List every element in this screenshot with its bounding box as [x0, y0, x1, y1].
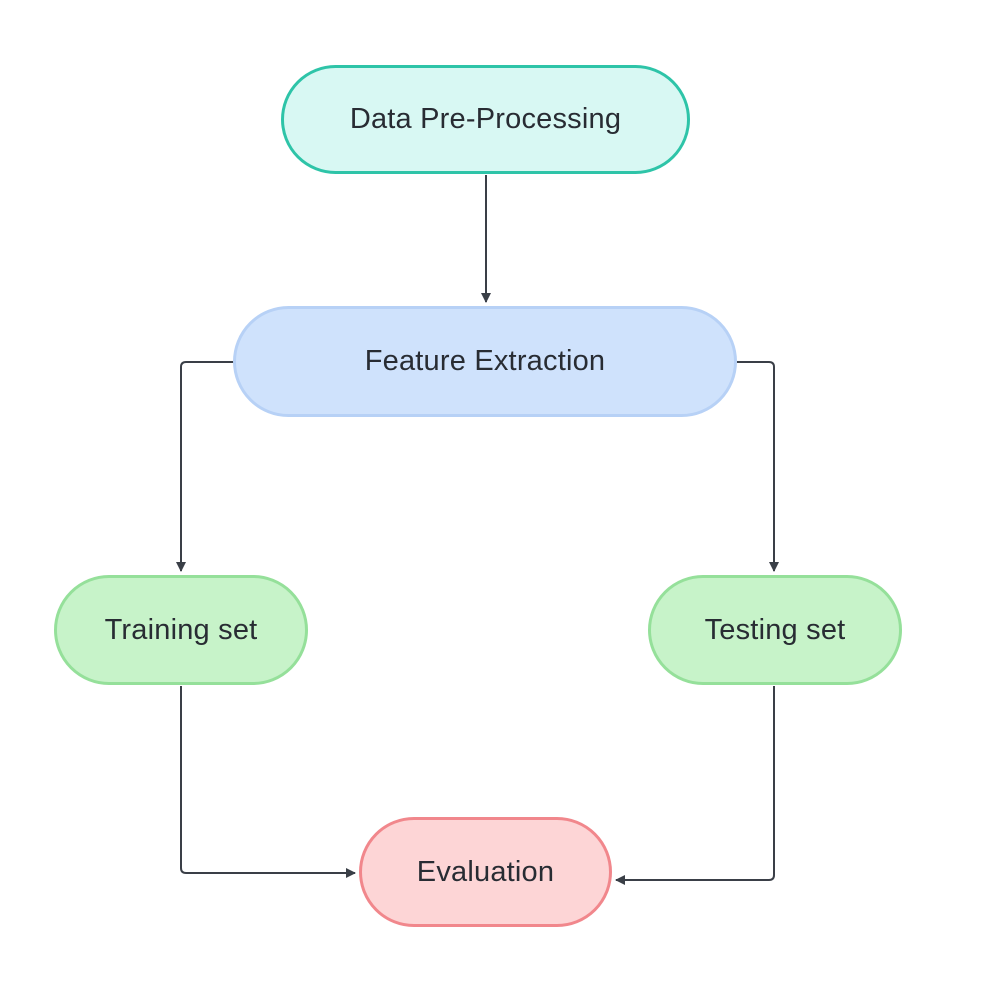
edge-feature-to-training [176, 361, 234, 572]
node-training-set: Training set [54, 575, 308, 685]
node-label-testing: Testing set [704, 613, 846, 646]
node-data-pre-processing: Data Pre-Processing [281, 65, 690, 174]
node-evaluation: Evaluation [359, 817, 612, 927]
node-label-training: Training set [104, 613, 258, 646]
edge-feature-to-testing [737, 361, 779, 572]
node-label-preprocess: Data Pre-Processing [349, 103, 622, 135]
node-label-feature: Feature Extraction [364, 345, 606, 377]
edge-testing-to-evaluation [615, 686, 775, 885]
node-testing-set: Testing set [648, 575, 902, 685]
node-feature-extraction: Feature Extraction [233, 306, 737, 417]
node-label-evaluation: Evaluation [416, 855, 555, 888]
edge-training-to-evaluation [180, 686, 356, 878]
